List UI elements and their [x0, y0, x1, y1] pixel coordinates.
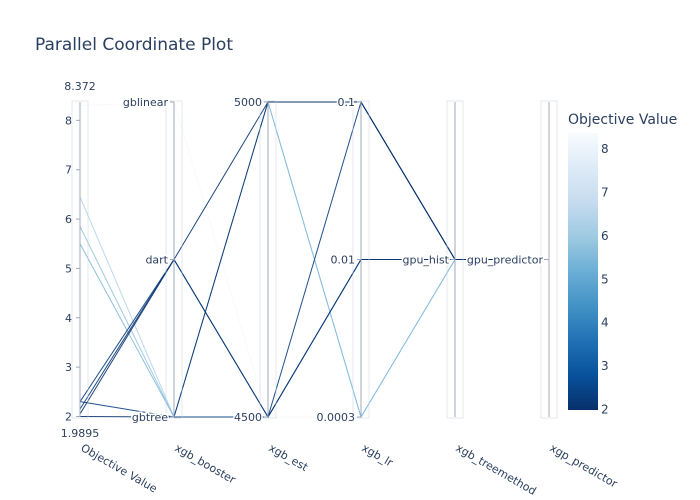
- axis-tick-label: 5: [65, 262, 72, 275]
- axis-title: xgb_est: [267, 441, 311, 474]
- axis-title: xgb_lr: [360, 441, 396, 469]
- colorbar-tick-label: 4: [601, 316, 609, 330]
- colorbar-tick-label: 7: [601, 186, 609, 200]
- axis-category-label: gpu_predictor: [467, 254, 544, 267]
- axis-title: xgp_predictor: [548, 441, 620, 490]
- axis-brush-area[interactable]: [540, 100, 558, 419]
- colorbar-title: Objective Value: [568, 112, 677, 128]
- axis-category-label: 4500: [234, 411, 262, 424]
- axis-category-label: gpu_hist: [402, 254, 449, 267]
- axis-brush-area[interactable]: [446, 100, 464, 419]
- axis-xgb-est[interactable]: 4500 5000 xgb_est: [233, 95, 311, 475]
- axis-brush-area[interactable]: [259, 100, 277, 419]
- axis-category-label: 0.01: [331, 254, 356, 267]
- axis-title: xgb_treemethod: [454, 441, 539, 498]
- axis-category-label: dart: [145, 254, 168, 267]
- trial-lines: [79, 100, 549, 419]
- axis-tick-label: 7: [65, 164, 72, 177]
- axis-brush-area[interactable]: [352, 100, 370, 419]
- axis-tick-label: 4: [65, 312, 72, 325]
- axis-category-label: gblinear: [123, 96, 169, 109]
- trial-line: [79, 258, 549, 418]
- colorbar-tick-label: 6: [601, 229, 609, 243]
- chart-title: Parallel Coordinate Plot: [35, 35, 233, 55]
- axis-category-label: 0.1: [338, 96, 356, 109]
- colorbar-tick-label: 5: [601, 272, 609, 286]
- axis-xgb-lr[interactable]: 0.0003 0.01 0.1 xgb_lr: [315, 95, 396, 470]
- axis-range-max: 8.372: [64, 80, 96, 93]
- axis-tick-label: 2: [65, 410, 72, 423]
- axis-category-label: 5000: [234, 96, 262, 109]
- trial-line: [79, 101, 549, 418]
- colorbar-tick-label: 3: [601, 359, 609, 373]
- axis-brush-area[interactable]: [165, 100, 183, 419]
- colorbar-gradient: [568, 133, 598, 410]
- colorbar-tick-label: 8: [601, 142, 609, 156]
- axis-category-label: gbtree: [132, 411, 168, 424]
- axis-title: Objective Value: [79, 441, 160, 495]
- axis-title: xgb_booster: [173, 441, 239, 486]
- axis-brush-area[interactable]: [71, 100, 89, 419]
- axis-tick-label: 8: [65, 114, 72, 127]
- colorbar-tick-label: 2: [601, 403, 609, 417]
- axis-xgb-booster[interactable]: gbtree dart gblinear xgb_booster: [121, 95, 239, 487]
- axis-xgb-treemethod[interactable]: gpu_hist xgb_treemethod: [401, 100, 539, 498]
- axis-category-label: 0.0003: [317, 411, 356, 424]
- axis-tick-label: 3: [65, 361, 72, 374]
- axis-tick-label: 6: [65, 213, 72, 226]
- axis-range-min: 1.9895: [61, 427, 100, 440]
- colorbar: Objective Value 2 3 4 5 6 7 8: [568, 112, 677, 417]
